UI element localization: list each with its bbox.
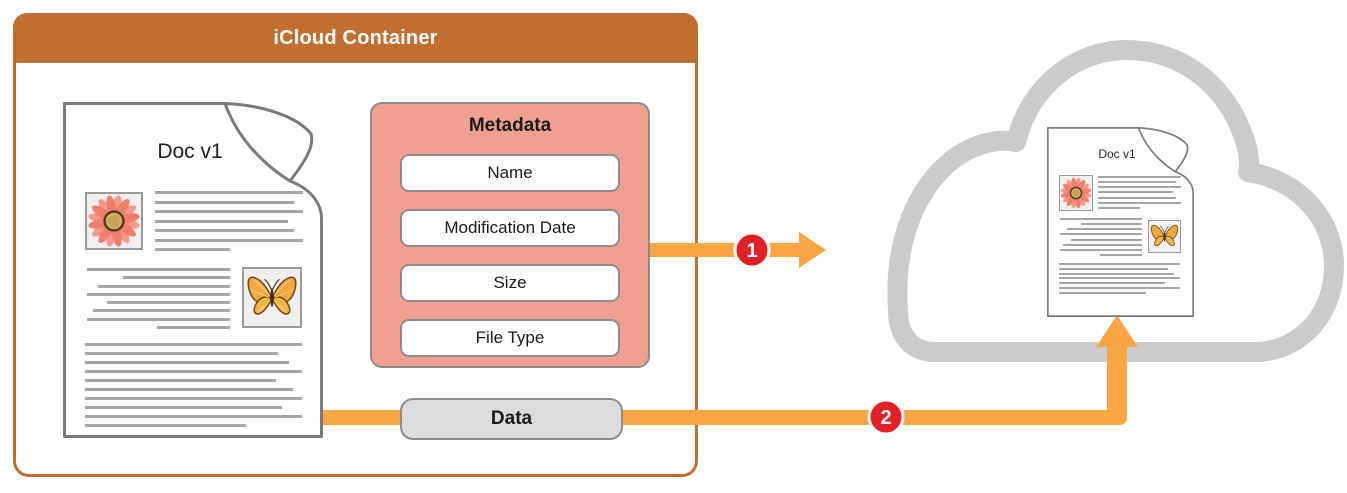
- flower-image: [85, 192, 143, 250]
- document-title: Doc v1: [1098, 147, 1136, 161]
- text-line: [85, 352, 279, 355]
- text-line: [1071, 238, 1142, 241]
- text-line: [155, 229, 295, 232]
- step-badge-2-number: 2: [880, 407, 891, 429]
- text-line: [1059, 272, 1174, 275]
- flower-graphic: [1060, 177, 1092, 209]
- text-line: [87, 292, 230, 296]
- text-line: [1098, 196, 1177, 199]
- step-badge-2-circle: [867, 398, 905, 436]
- text-line: [85, 406, 283, 409]
- text-line: [1098, 191, 1173, 194]
- text-line: [85, 388, 294, 391]
- step-badge-1: 1: [733, 231, 771, 269]
- butterfly-graphic: [1150, 224, 1179, 247]
- text-line: [1100, 253, 1142, 256]
- text-line: [107, 301, 230, 305]
- metadata-field: Modification Date: [400, 209, 620, 247]
- icloud-container-title: iCloud Container: [273, 26, 438, 49]
- text-line: [1098, 181, 1177, 184]
- text-line: [85, 361, 289, 364]
- metadata-field: File Type: [400, 319, 620, 357]
- text-line: [1066, 228, 1142, 231]
- text-line: [92, 309, 230, 313]
- text-line-block: [155, 191, 303, 251]
- text-line: [155, 200, 295, 204]
- metadata-title: Metadata: [468, 115, 552, 136]
- text-line-block: [1060, 218, 1142, 256]
- text-line: [85, 343, 302, 346]
- text-line: [1098, 186, 1181, 189]
- text-line: [87, 317, 230, 321]
- text-line-block: [1059, 263, 1180, 294]
- step-badge-1-number: 1: [746, 240, 757, 262]
- icloud-container-header: iCloud Container: [13, 13, 698, 63]
- text-line: [155, 210, 303, 213]
- text-line: [1080, 223, 1142, 226]
- text-line: [1098, 201, 1181, 204]
- text-line: [1059, 282, 1166, 285]
- metadata-field: Size: [400, 264, 620, 302]
- text-line-block: [87, 268, 230, 329]
- cloud-document: Doc v1: [1047, 127, 1194, 317]
- text-line: [85, 415, 302, 418]
- butterfly-image: [242, 267, 302, 328]
- butterfly-graphic: [247, 276, 297, 315]
- text-line: [122, 276, 230, 280]
- page-fold-crease: [223, 102, 292, 183]
- data-box: Data: [400, 398, 623, 440]
- text-line: [1059, 267, 1168, 270]
- text-line: [1063, 243, 1142, 246]
- text-line: [1059, 277, 1180, 280]
- text-line: [1059, 287, 1180, 290]
- data-box-label: Data: [490, 408, 533, 429]
- document-title: Doc v1: [157, 140, 223, 163]
- text-line: [155, 191, 303, 194]
- text-line: [1098, 176, 1181, 178]
- step-badge-1-circle: [733, 231, 771, 269]
- text-line: [1060, 248, 1142, 251]
- text-line: [157, 325, 230, 329]
- text-line: [85, 397, 302, 400]
- text-line: [155, 238, 303, 242]
- source-document: Doc v1: [63, 102, 323, 438]
- text-line: [1060, 218, 1142, 220]
- step-badge-2: 2: [867, 398, 905, 436]
- text-line: [155, 248, 231, 251]
- text-line: [155, 219, 289, 223]
- flower-image: [1059, 175, 1093, 211]
- text-line: [85, 379, 276, 382]
- text-line: [1059, 291, 1147, 294]
- text-line: [1059, 263, 1180, 265]
- text-line: [1098, 206, 1141, 209]
- text-line-block: [1098, 176, 1181, 209]
- text-line: [85, 424, 246, 427]
- text-line: [1060, 233, 1142, 236]
- butterfly-image: [1148, 220, 1181, 253]
- text-line: [98, 284, 230, 288]
- text-line-block: [85, 343, 302, 427]
- text-line: [85, 370, 302, 373]
- text-line: [87, 268, 230, 271]
- flower-graphic: [87, 194, 141, 248]
- metadata-field: Name: [400, 154, 620, 192]
